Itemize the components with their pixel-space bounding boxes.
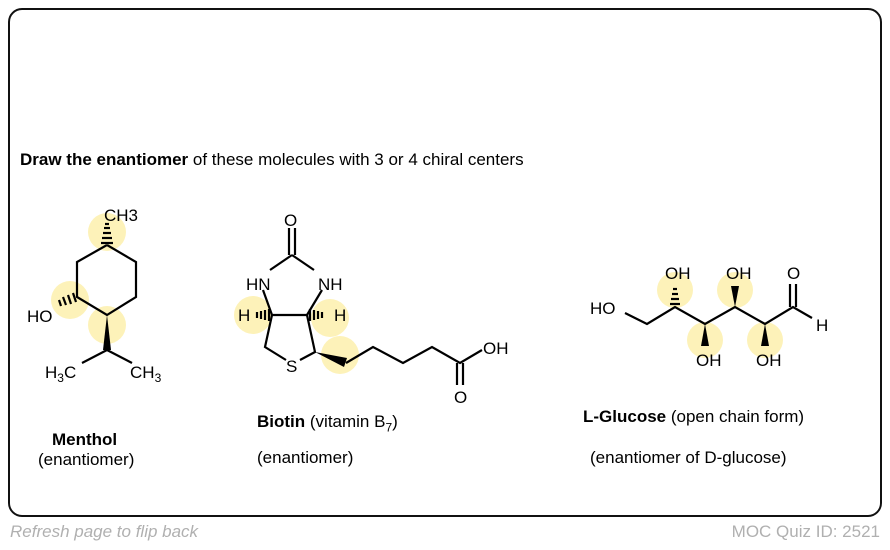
atom-label: NH <box>318 275 343 294</box>
atom-label: OH <box>696 351 722 370</box>
biotin-close: ) <box>392 412 398 431</box>
atom-label: HN <box>246 275 271 294</box>
atom-label: OH <box>756 351 782 370</box>
chiral-center-highlight <box>321 336 359 374</box>
glucose-name: L-Glucose <box>583 407 667 426</box>
prompt-emphasis: Draw the enantiomer <box>20 150 189 169</box>
chiral-center-highlight <box>234 296 272 334</box>
chiral-center-highlight <box>311 299 349 337</box>
atom-label: OH <box>726 264 752 283</box>
prompt-text: of these molecules with 3 or 4 chiral ce… <box>188 150 524 169</box>
atom-label: CH3 <box>130 363 162 385</box>
glucose-extra: (open chain form) <box>666 407 805 426</box>
atom-label: H3C <box>45 363 76 385</box>
glucose-structure: HO OH OH OH OH O H <box>590 264 828 370</box>
atom-label: H <box>816 316 828 335</box>
atom-label: HO <box>27 307 53 326</box>
atom-label: O <box>454 388 467 407</box>
atom-label: O <box>284 211 297 230</box>
atom-label: H <box>334 306 346 325</box>
menthol-note: (enantiomer) <box>38 450 135 469</box>
biotin-note: (enantiomer) <box>257 448 354 467</box>
glucose-title: L-Glucose (open chain form) <box>583 407 804 427</box>
atom-label: H <box>238 306 250 325</box>
question-prompt: Draw the enantiomer of these molecules w… <box>20 150 524 170</box>
biotin-extra: (vitamin B <box>305 412 386 431</box>
atom-label: CH3 <box>104 206 138 225</box>
biotin-title: Biotin (vitamin B7) <box>257 412 398 434</box>
atom-label: OH <box>483 339 509 358</box>
menthol-structure: CH3 HO H3C CH3 <box>27 206 162 385</box>
biotin-structure: O HN NH H H S OH O <box>234 211 509 407</box>
atom-label: S <box>286 357 297 376</box>
biotin-name: Biotin <box>257 412 306 431</box>
menthol-name: Menthol <box>52 430 118 449</box>
glucose-note: (enantiomer of D-glucose) <box>590 448 787 467</box>
atom-label: HO <box>590 299 616 318</box>
biotin-subscript: 7 <box>385 420 393 435</box>
refresh-hint: Refresh page to flip back <box>10 522 199 541</box>
atom-label: OH <box>665 264 691 283</box>
quiz-id: MOC Quiz ID: 2521 <box>731 522 880 541</box>
atom-label: O <box>787 264 800 283</box>
quiz-card <box>8 8 882 517</box>
